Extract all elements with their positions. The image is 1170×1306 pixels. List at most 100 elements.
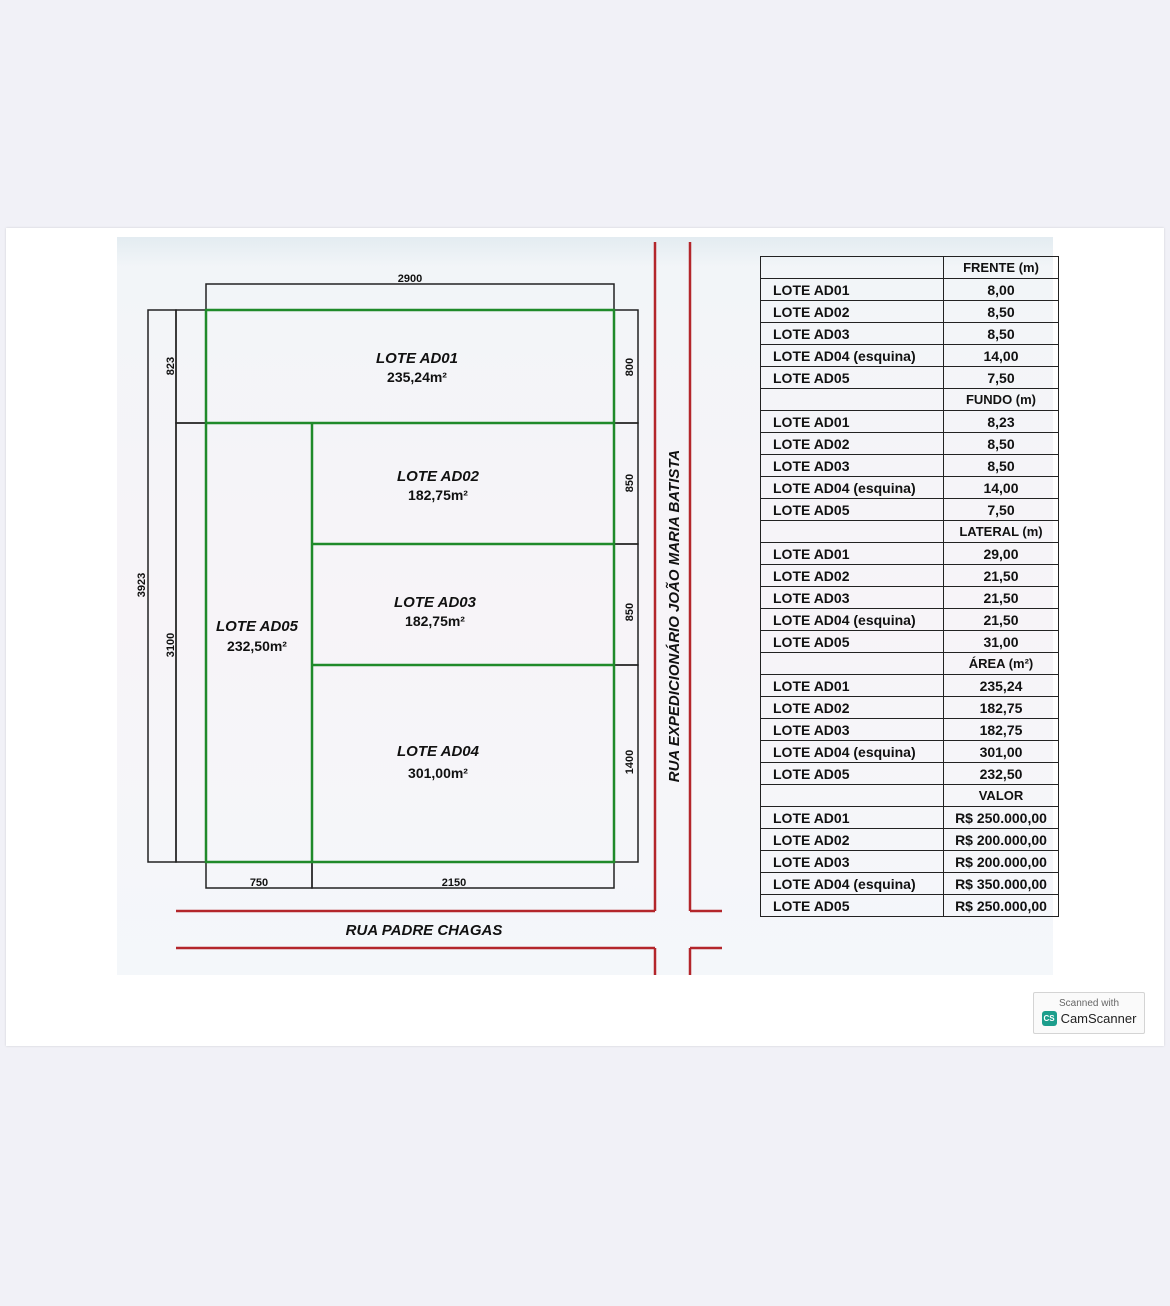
header-empty-cell <box>760 520 944 543</box>
header-empty-cell <box>760 784 944 807</box>
table-row: LOTE AD04 (esquina)14,00 <box>760 476 1059 499</box>
watermark-brand: CS CamScanner <box>1034 1011 1144 1026</box>
lot-name-cell: LOTE AD01 <box>760 674 944 697</box>
lot-name-cell: LOTE AD03 <box>760 718 944 741</box>
lot-ad04-area: 301,00m² <box>408 765 468 781</box>
section-header-label: ÁREA (m²) <box>943 652 1059 675</box>
dim-ad01-depth: 823 <box>165 357 177 375</box>
table-section-header: VALOR <box>760 784 1059 807</box>
table-row: LOTE AD04 (esquina)R$ 350.000,00 <box>760 872 1059 895</box>
table-row: LOTE AD04 (esquina)14,00 <box>760 344 1059 367</box>
lot-ad01-name: LOTE AD01 <box>376 350 458 367</box>
dim-ad02-front: 850 <box>624 474 636 492</box>
lot-name-cell: LOTE AD03 <box>760 322 944 345</box>
lot-ad02-name: LOTE AD02 <box>397 468 480 485</box>
lot-name-cell: LOTE AD04 (esquina) <box>760 476 944 499</box>
lot-name-cell: LOTE AD02 <box>760 432 944 455</box>
lot-value-cell: R$ 250.000,00 <box>943 894 1059 917</box>
lot-value-cell: 232,50 <box>943 762 1059 785</box>
lot-ad04-name: LOTE AD04 <box>397 743 480 760</box>
lot-value-cell: 14,00 <box>943 476 1059 499</box>
section-header-label: FUNDO (m) <box>943 388 1059 411</box>
lot-ad05-area: 232,50m² <box>227 638 287 654</box>
dim-ad05-depth: 3100 <box>165 633 177 657</box>
lot-value-cell: 8,23 <box>943 410 1059 433</box>
lot-value-cell: 7,50 <box>943 498 1059 521</box>
lot-value-cell: 235,24 <box>943 674 1059 697</box>
table-row: LOTE AD04 (esquina)301,00 <box>760 740 1059 763</box>
camscanner-logo-icon: CS <box>1041 1011 1057 1026</box>
header-empty-cell <box>760 652 944 675</box>
lot-name-cell: LOTE AD05 <box>760 630 944 653</box>
lot-ad03-area: 182,75m² <box>405 613 465 629</box>
site-plan: 2900 3923 823 3100 800 850 850 1400 750 … <box>136 242 722 975</box>
table-row: LOTE AD04 (esquina)21,50 <box>760 608 1059 631</box>
lot-name-cell: LOTE AD03 <box>760 454 944 477</box>
street-name-bottom: RUA PADRE CHAGAS <box>346 922 503 939</box>
table-section-header: LATERAL (m) <box>760 520 1059 543</box>
lot-name-cell: LOTE AD02 <box>760 696 944 719</box>
lot-value-cell: 21,50 <box>943 608 1059 631</box>
dim-top-width: 2900 <box>398 273 422 285</box>
watermark-line2: CamScanner <box>1060 1011 1137 1026</box>
camscanner-watermark: Scanned with CS CamScanner <box>1033 992 1145 1034</box>
header-empty-cell <box>760 388 944 411</box>
lot-boundaries <box>204 308 616 864</box>
dim-ad04-front: 1400 <box>624 750 636 774</box>
lot-name-cell: LOTE AD04 (esquina) <box>760 872 944 895</box>
table-section-header: FRENTE (m) <box>760 256 1059 279</box>
lot-value-cell: 7,50 <box>943 366 1059 389</box>
lot-value-cell: 8,00 <box>943 278 1059 301</box>
lot-name-cell: LOTE AD01 <box>760 278 944 301</box>
street-name-side: RUA EXPEDICIONÁRIO JOÃO MARIA BATISTA <box>665 450 683 783</box>
lot-name-cell: LOTE AD05 <box>760 894 944 917</box>
lot-ad03-name: LOTE AD03 <box>394 594 477 611</box>
section-header-label: LATERAL (m) <box>943 520 1059 543</box>
table-section-header: ÁREA (m²) <box>760 652 1059 675</box>
lot-value-cell: 8,50 <box>943 300 1059 323</box>
lot-name-cell: LOTE AD02 <box>760 564 944 587</box>
lot-value-cell: R$ 200.000,00 <box>943 828 1059 851</box>
lot-value-cell: 301,00 <box>943 740 1059 763</box>
lot-value-cell: R$ 350.000,00 <box>943 872 1059 895</box>
lot-name-cell: LOTE AD01 <box>760 542 944 565</box>
dim-ad01-front: 800 <box>624 358 636 376</box>
lot-ad01-area: 235,24m² <box>387 369 447 385</box>
section-header-label: VALOR <box>943 784 1059 807</box>
lot-value-cell: 14,00 <box>943 344 1059 367</box>
lot-name-cell: LOTE AD02 <box>760 828 944 851</box>
lot-value-cell: 29,00 <box>943 542 1059 565</box>
lot-name-cell: LOTE AD02 <box>760 300 944 323</box>
lot-value-cell: R$ 200.000,00 <box>943 850 1059 873</box>
lot-value-cell: 182,75 <box>943 696 1059 719</box>
lot-name-cell: LOTE AD05 <box>760 366 944 389</box>
street-lines <box>176 242 722 975</box>
dim-bottom-left: 750 <box>250 877 268 889</box>
lot-name-cell: LOTE AD01 <box>760 806 944 829</box>
lot-name-cell: LOTE AD03 <box>760 586 944 609</box>
header-empty-cell <box>760 256 944 279</box>
table-section-header: FUNDO (m) <box>760 388 1059 411</box>
lot-value-cell: 182,75 <box>943 718 1059 741</box>
lot-name-cell: LOTE AD01 <box>760 410 944 433</box>
lot-value-cell: 31,00 <box>943 630 1059 653</box>
lot-name-cell: LOTE AD03 <box>760 850 944 873</box>
lot-value-cell: R$ 250.000,00 <box>943 806 1059 829</box>
